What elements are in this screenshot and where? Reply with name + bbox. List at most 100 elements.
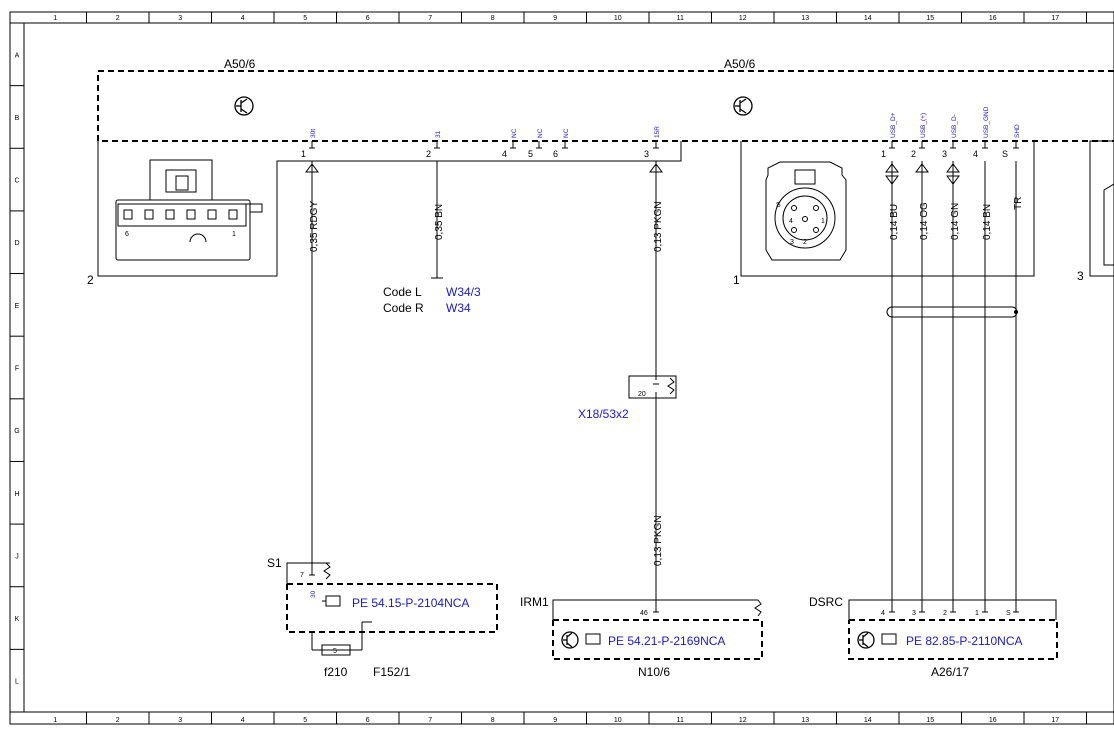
row-marker: H	[14, 491, 19, 498]
connector-1-pin-2: 2	[803, 239, 807, 246]
wire-label: TR	[1013, 197, 1024, 210]
pin-signal: 30t	[310, 129, 317, 138]
pin-signal: 15R	[654, 126, 661, 138]
code-value[interactable]: W34/3	[446, 285, 481, 299]
column-marker: 1	[53, 717, 57, 724]
column-marker: 17	[1051, 15, 1059, 22]
column-marker: 5	[303, 15, 307, 22]
s1-pin: 7	[300, 572, 304, 579]
dsrc-part: A26/17	[931, 665, 969, 679]
column-marker: 13	[801, 15, 809, 22]
pin-signal: NC	[537, 128, 544, 138]
wire-label: 0,14 OG	[919, 202, 930, 240]
connector-x18	[628, 375, 677, 399]
module-title-left: A50/6	[224, 57, 256, 71]
connector-1-pin-3: 3	[790, 239, 794, 246]
column-marker: 3	[178, 15, 182, 22]
column-marker: 8	[491, 717, 495, 724]
column-marker: 14	[864, 15, 872, 22]
column-marker: 11	[677, 717, 684, 724]
control-unit-icon	[857, 631, 875, 649]
part-name: F152/1	[373, 665, 411, 679]
column-marker: 10	[614, 717, 622, 724]
fuse	[311, 621, 372, 656]
s1-signal: 30	[310, 590, 317, 598]
s1-outline	[286, 562, 331, 584]
pin-number: 6	[553, 149, 558, 159]
wire-label: 0,35 BN	[434, 204, 445, 240]
column-ruler: 1122334455667788991010111112121313141415…	[53, 12, 1087, 724]
irm-outline	[552, 599, 762, 620]
column-marker: 16	[989, 717, 997, 724]
wire-label: 0,13 PKGN	[653, 515, 664, 566]
row-marker: E	[15, 303, 20, 310]
s1-box	[286, 583, 498, 633]
control-unit-icon	[234, 96, 254, 116]
connector-1-outline	[740, 141, 1035, 277]
shield-junction	[1014, 310, 1018, 314]
pin-signal: USB_(+)	[920, 113, 927, 138]
connector-3-outline	[1089, 140, 1114, 277]
column-marker: 6	[366, 15, 370, 22]
wire-label: 0,14 BU	[889, 204, 900, 240]
pin-number: 5	[528, 149, 533, 159]
pin-signal: NC	[563, 128, 570, 138]
column-marker: 2	[116, 15, 120, 22]
column-marker: 7	[428, 15, 432, 22]
column-marker: 16	[989, 15, 997, 22]
pin-signal: 31	[435, 130, 442, 138]
pin-signal: SHD	[1014, 124, 1021, 138]
row-marker: K	[15, 616, 20, 623]
pin-number: 1	[881, 149, 886, 159]
row-marker: J	[15, 553, 19, 560]
wire-label: 0,35 RDGY	[309, 201, 320, 252]
control-unit-icon	[733, 96, 753, 116]
column-marker: 17	[1051, 717, 1059, 724]
irm-reference-link[interactable]: PE 54.21-P-2169NCA	[608, 634, 725, 648]
fuse-name: f210	[324, 665, 348, 679]
s1-reference-link[interactable]: PE 54.15-P-2104NCA	[352, 596, 469, 610]
connector-2-pin-left: 6	[125, 231, 129, 238]
ref-icon	[322, 595, 341, 607]
pin-number: 4	[502, 149, 507, 159]
column-marker: 15	[926, 15, 934, 22]
row-marker: C	[14, 178, 19, 185]
pin-number: 4	[973, 149, 978, 159]
column-marker: 5	[303, 717, 307, 724]
pin-number: 2	[426, 149, 431, 159]
column-marker: 3	[178, 717, 182, 724]
connector-1-drawing	[765, 161, 847, 261]
dsrc-pin: 3	[912, 610, 916, 617]
x18-name[interactable]: X18/53x2	[578, 407, 629, 421]
column-marker: 13	[801, 717, 809, 724]
module-boundary	[97, 70, 1114, 142]
connector-2-drawing	[115, 159, 263, 261]
fuse-number: 5	[333, 648, 337, 655]
code-label: Code L	[383, 285, 422, 299]
column-marker: 15	[926, 717, 934, 724]
column-marker: 6	[366, 717, 370, 724]
column-marker: 12	[739, 717, 747, 724]
connector-2-outline	[97, 141, 682, 277]
direction-arrows	[305, 163, 960, 185]
code-label: Code R	[383, 301, 424, 315]
dsrc-reference-link[interactable]: PE 82.85-P-2110NCA	[906, 634, 1023, 648]
connector-1-pin-1: 1	[821, 218, 825, 225]
dsrc-pin: 4	[881, 610, 885, 617]
column-marker: 12	[739, 15, 747, 22]
code-value[interactable]: W34	[446, 301, 471, 315]
connector-1-number: 1	[733, 273, 740, 287]
column-marker: 1	[53, 15, 57, 22]
column-marker: 11	[677, 15, 684, 22]
pin-signal: USB_D-	[951, 114, 958, 138]
wires	[311, 161, 1017, 612]
column-marker: 7	[428, 717, 432, 724]
dsrc-pin: 2	[943, 610, 947, 617]
pin-number: S	[1002, 149, 1008, 159]
twisted-pair-shield	[886, 306, 1018, 318]
column-marker: 10	[614, 15, 622, 22]
row-marker: A	[15, 52, 20, 59]
row-marker: L	[15, 679, 19, 686]
